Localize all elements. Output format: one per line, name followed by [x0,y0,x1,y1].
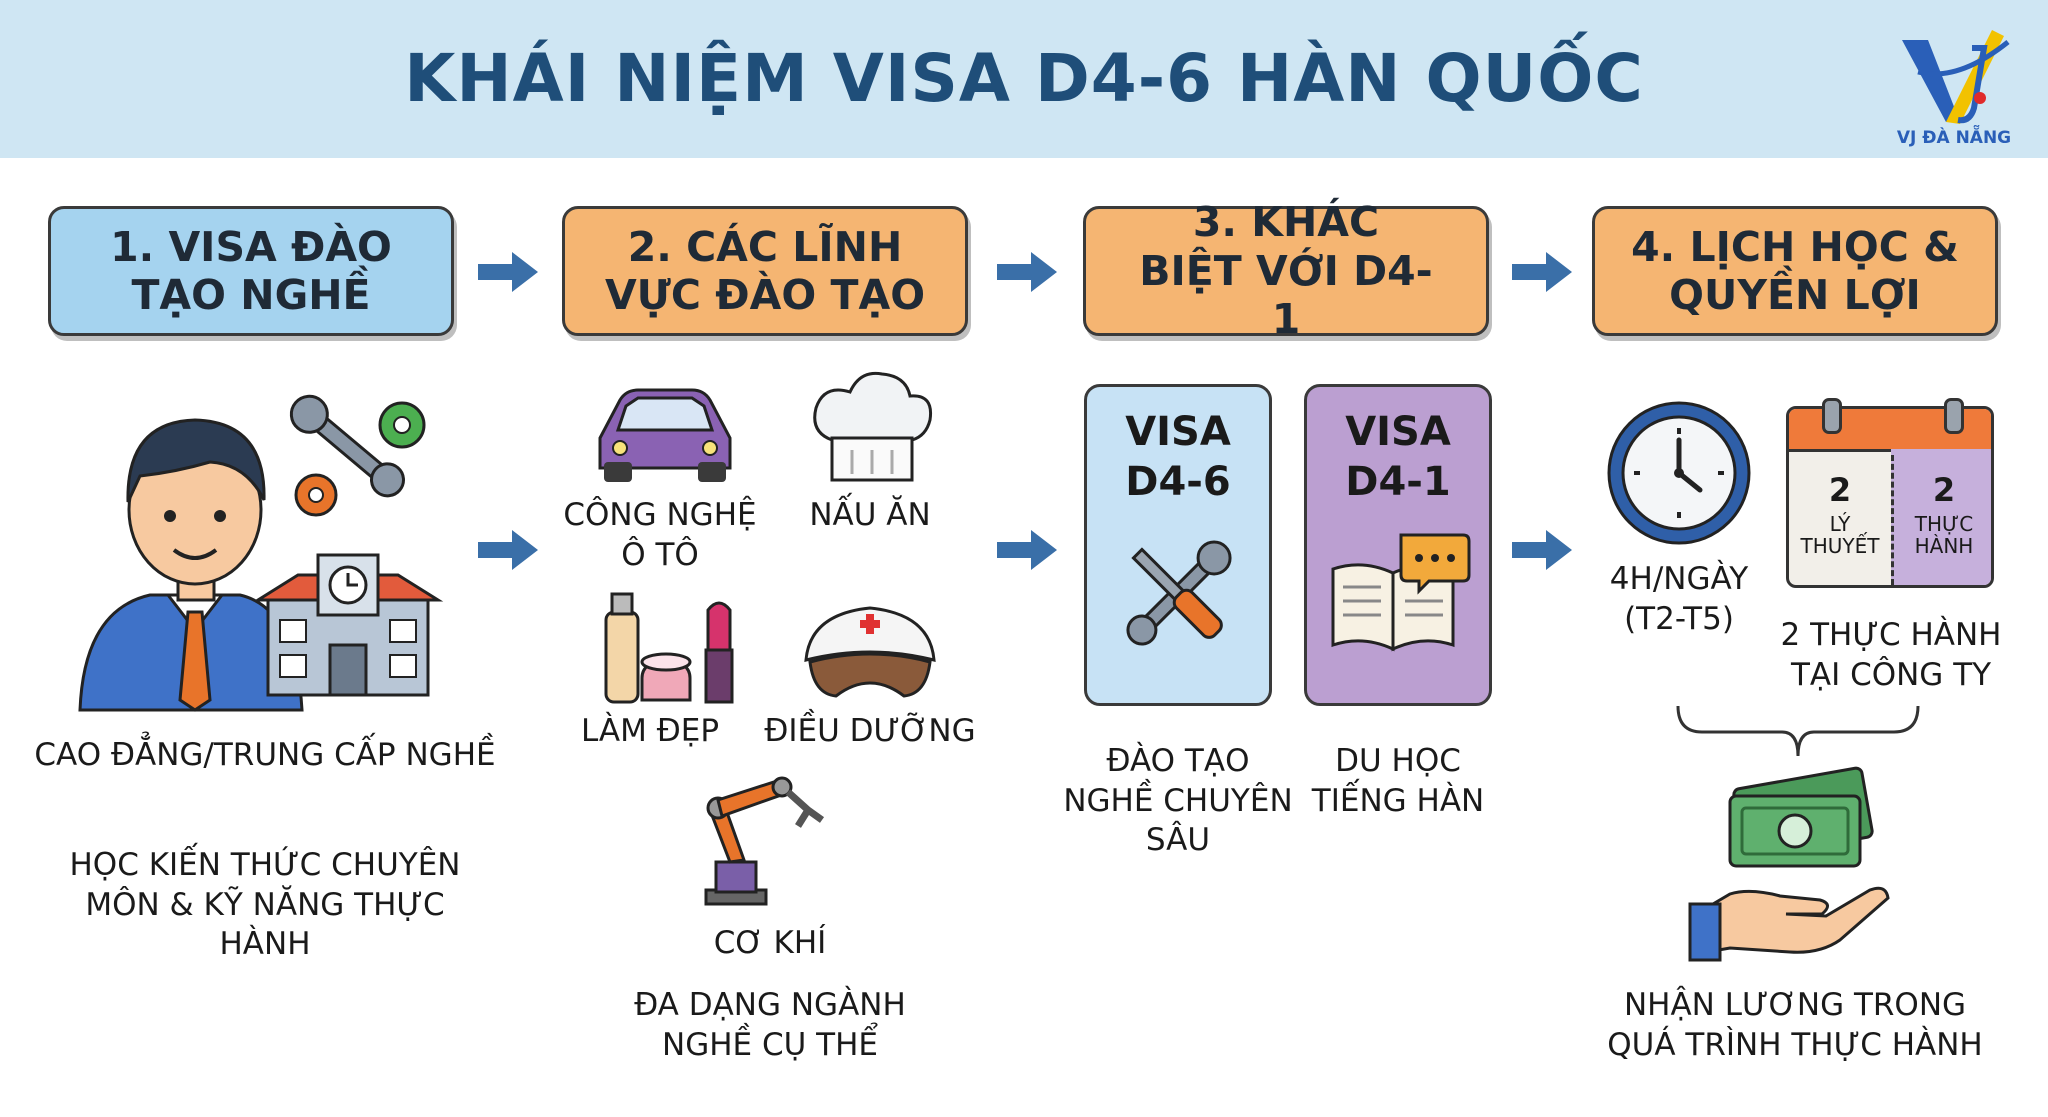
calendar-caption: 2 THỰC HÀNH TẠI CÔNG TY [1780,617,2002,693]
nurse-cap-icon [804,606,936,698]
arrow-right-icon [478,530,538,570]
step-2-label: 2. CÁC LĨNH VỰC ĐÀO TẠO [604,222,926,319]
col2-summary: ĐA DẠNG NGÀNH NGHỀ CỤ THỂ [634,987,906,1063]
school-building-icon [252,553,444,697]
calendar-divider [1891,455,1894,585]
cal-right-num: 2 [1932,471,1956,509]
field-auto-label: CÔNG NGHỆ Ô TÔ [563,497,757,573]
field-cooking-label: NẤU ĂN [809,497,931,533]
chef-hat-icon [813,371,933,482]
calendar-ring [1822,398,1842,434]
title-band [0,0,2048,158]
arrow-right-icon [478,252,538,292]
arrow-right-icon [1512,530,1572,570]
step-1-box: 1. VISA ĐÀO TẠO NGHỀ [48,206,454,336]
robot-arm-icon [704,776,825,906]
wrench-gears-icon [289,394,426,517]
step-2-box: 2. CÁC LĨNH VỰC ĐÀO TẠO [562,206,968,336]
visa-d46-caption: ĐÀO TẠO NGHỀ CHUYÊN SÂU [1063,743,1293,859]
calendar-right-fill [1891,449,1991,585]
page-title: KHÁI NIỆM VISA D4-6 HÀN QUỐC [404,40,1644,117]
book-chat-icon [1331,533,1471,652]
visa-d46-card: VISA D4-6 [1084,384,1272,706]
tools-icon [1126,540,1232,646]
cal-left-text: LÝ THUYẾT [1800,512,1880,559]
step-3-label: 3. KHÁC BIỆT VỚI D4-1 [1139,198,1433,344]
visa-d46-title: VISA D4-6 [1125,409,1231,505]
cal-left-num: 2 [1828,471,1852,509]
car-icon [598,388,732,482]
step-1-label: 1. VISA ĐÀO TẠO NGHỀ [110,222,392,319]
visa-d41-card: VISA D4-1 [1304,384,1492,706]
step-3-box: 3. KHÁC BIỆT VỚI D4-1 [1083,198,1489,343]
step-4-label: 4. LỊCH HỌC & QUYỀN LỢI [1631,222,1959,319]
calendar-ring [1944,398,1964,434]
arrow-right-icon [997,530,1057,570]
calendar-icon: 2 LÝ THUYẾT 2 THỰC HÀNH [1786,398,1994,588]
arrow-right-icon [997,252,1057,292]
salary-caption: NHẬN LƯƠNG TRONG QUÁ TRÌNH THỰC HÀNH [1607,987,1983,1063]
col1-caption-2: HỌC KIẾN THỨC CHUYÊN MÔN & KỸ NĂNG THỰC … [69,847,461,963]
field-beauty-label: LÀM ĐẸP [580,713,720,749]
visa-d41-caption: DU HỌC TIẾNG HÀN [1311,743,1485,819]
col1-caption-1: CAO ĐẲNG/TRUNG CẤP NGHỀ [34,737,496,773]
vj-logo-icon [1902,30,2010,124]
logo-text: VJ ĐÀ NẴNG [1896,128,2012,148]
visa-d41-title: VISA D4-1 [1345,409,1451,505]
field-mechanical-label: CƠ KHÍ [713,925,827,961]
salary-money-hand-icon [1688,766,1890,962]
step-4-box: 4. LỊCH HỌC & QUYỀN LỢI [1592,206,1998,336]
clock-icon [1607,401,1751,545]
cal-right-text: THỰC HÀNH [1914,512,1974,559]
calendar-frame: 2 LÝ THUYẾT 2 THỰC HÀNH [1786,406,1994,588]
clock-caption: 4H/NGÀY (T2-T5) [1609,561,1749,637]
field-nursing-label: ĐIỀU DƯỠNG [764,713,976,749]
brace-icon [1676,705,1920,757]
cosmetics-icon [604,592,734,704]
arrow-right-icon [1512,252,1572,292]
